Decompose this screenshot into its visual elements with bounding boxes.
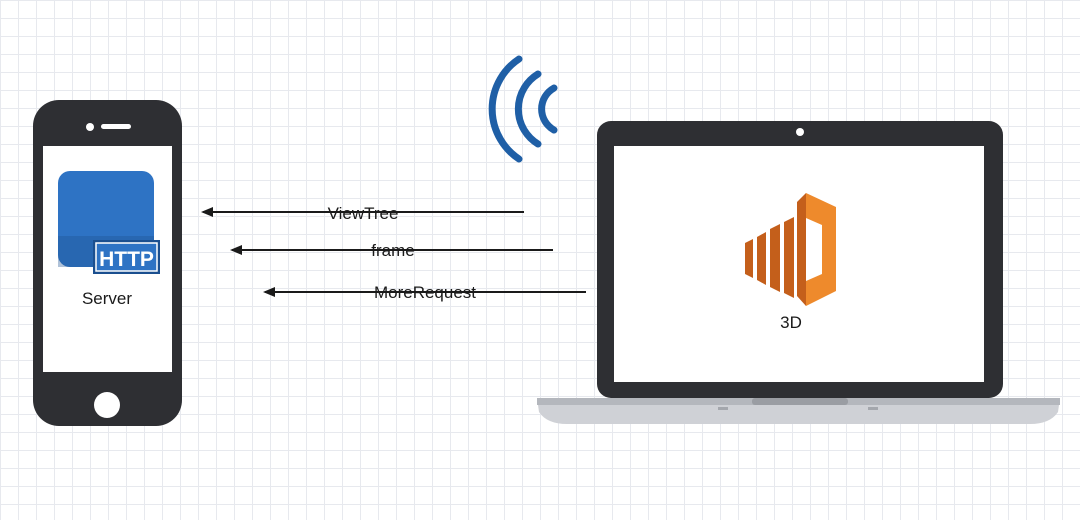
aws-beanstalk-icon <box>745 193 836 306</box>
home-button <box>94 392 120 418</box>
wireless-signal-icon <box>488 55 558 163</box>
arrow-label-frame: frame <box>371 241 415 260</box>
laptop-label: 3D <box>780 313 802 332</box>
server-label: Server <box>81 289 133 308</box>
webcam <box>796 128 804 136</box>
speaker-slot <box>101 124 131 129</box>
http-badge-text: HTTP <box>99 248 154 271</box>
arrow-label-morerequest: MoreRequest <box>373 283 477 302</box>
front-camera <box>86 123 94 131</box>
arrows-group <box>201 207 586 297</box>
arrow-label-viewtree: ViewTree <box>327 204 399 223</box>
http-icon: HTTP <box>58 171 160 274</box>
